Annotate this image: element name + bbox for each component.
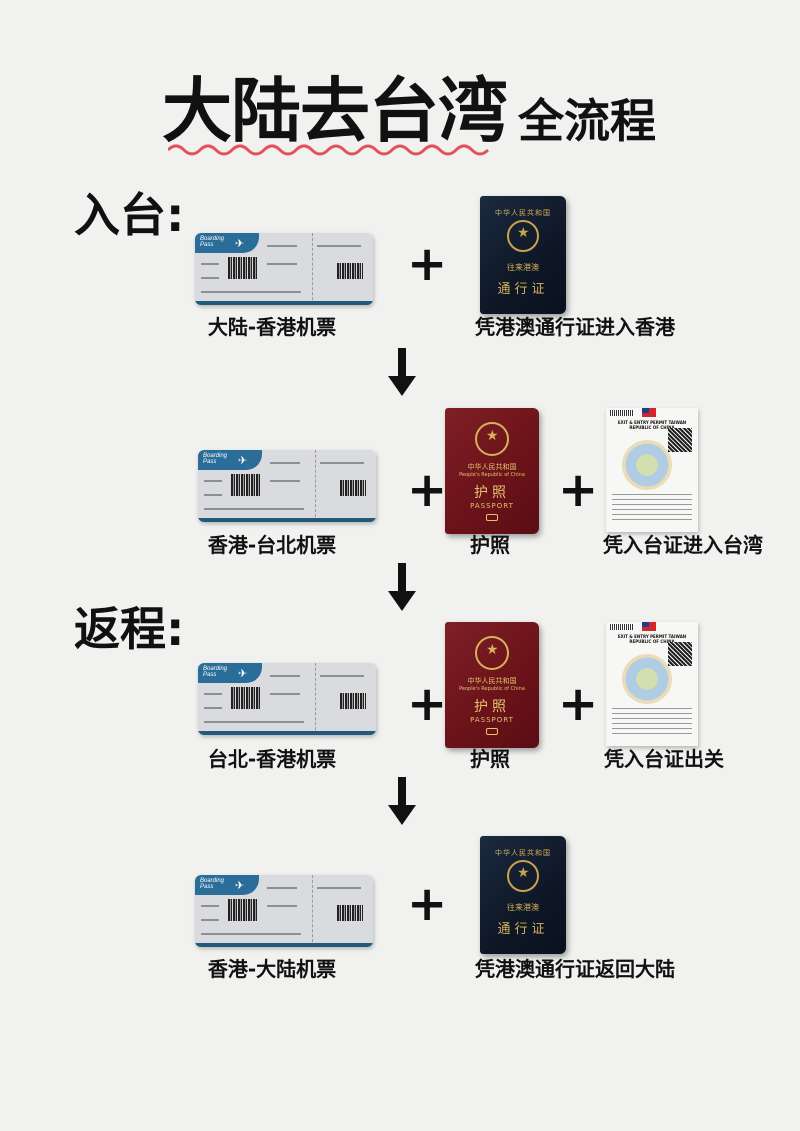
plus-icon: + (407, 876, 448, 932)
title-underline-wave (168, 144, 490, 156)
taiwan-entry-permit-image: EXIT & ENTRY PERMIT TAIWAN REPUBLIC OF C… (606, 408, 698, 532)
caption-permit-enter-hk: 凭港澳通行证进入香港 (475, 315, 675, 339)
caption-hk-taipei-ticket: 香港-台北机票 (207, 533, 337, 557)
down-arrow-icon (388, 563, 416, 611)
section-heading-entry: 入台: (74, 188, 185, 242)
plus-icon: + (558, 462, 599, 518)
passport-image: 中华人民共和国 People's Republic of China 护照 PA… (445, 408, 539, 534)
passport-image: 中华人民共和国 People's Republic of China 护照 PA… (445, 622, 539, 748)
flag-icon (642, 408, 656, 417)
plane-icon: ✈ (235, 879, 245, 892)
plus-icon: + (558, 676, 599, 732)
caption-permit-return-mainland: 凭港澳通行证返回大陆 (475, 957, 675, 981)
taiwan-entry-permit-image: EXIT & ENTRY PERMIT TAIWAN REPUBLIC OF C… (606, 622, 698, 746)
national-emblem-icon (475, 422, 509, 456)
hk-macau-permit-image: 中华人民共和国 往来港澳 通行证 (480, 196, 566, 314)
page-title: 大陆去台湾 (162, 70, 508, 152)
national-emblem-icon (507, 860, 539, 892)
plus-icon: + (407, 462, 448, 518)
page-subtitle: 全流程 (518, 94, 656, 148)
flag-icon (642, 622, 656, 631)
national-emblem-icon (475, 636, 509, 670)
down-arrow-icon (388, 348, 416, 396)
plane-icon: ✈ (235, 237, 245, 250)
plane-icon: ✈ (238, 667, 248, 680)
plus-icon: + (407, 676, 448, 732)
caption-permit-enter-taiwan: 凭入台证进入台湾 (603, 533, 763, 557)
caption-permit-exit: 凭入台证出关 (604, 747, 724, 771)
section-heading-return: 返程: (74, 602, 185, 656)
national-emblem-icon (507, 220, 539, 252)
plane-icon: ✈ (238, 454, 248, 467)
hk-macau-permit-image: 中华人民共和国 往来港澳 通行证 (480, 836, 566, 954)
caption-passport: 护照 (470, 533, 510, 557)
plus-icon: + (407, 236, 448, 292)
caption-hk-mainland-ticket: 香港-大陆机票 (207, 957, 337, 981)
down-arrow-icon (388, 777, 416, 825)
caption-passport: 护照 (470, 747, 510, 771)
caption-taipei-hk-ticket: 台北-香港机票 (207, 747, 337, 771)
caption-mainland-hk-ticket: 大陆-香港机票 (207, 315, 337, 339)
